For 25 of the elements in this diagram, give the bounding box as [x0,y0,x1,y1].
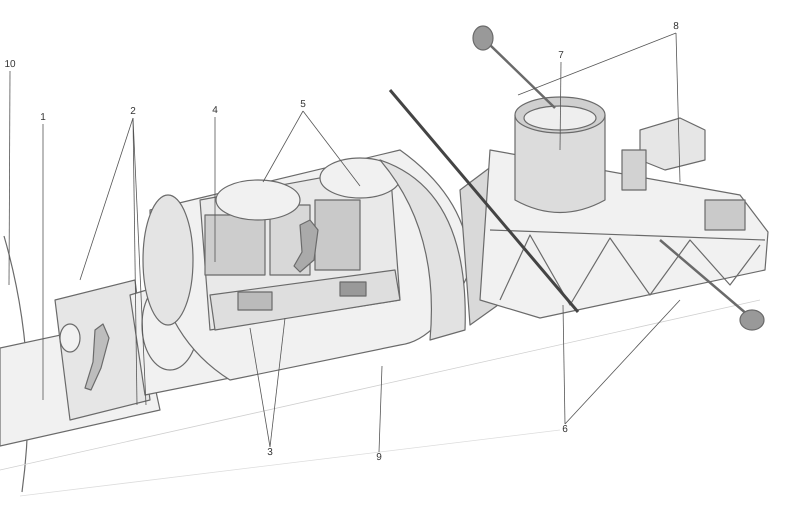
leader-line [8,70,10,286]
callout-number: 6 [557,424,573,435]
leader-line [42,124,44,400]
callout-number: 10 [2,59,18,70]
callout-number: 9 [371,452,387,463]
leader-line [302,110,360,186]
leader-line [518,32,676,96]
callout-number: 8 [668,21,684,32]
leader-line [250,328,270,448]
leader-line [378,366,382,452]
leader-line [560,62,562,150]
callout-number: 1 [35,112,51,123]
leader-line [270,318,286,448]
leader-line [676,32,680,182]
callout-number: 2 [125,106,141,117]
leader-line [214,116,216,262]
callout-number: 4 [207,105,223,116]
callout-number: 3 [262,447,278,458]
leader-line [562,304,566,424]
leader-line [132,118,146,406]
callout-number: 5 [295,99,311,110]
leader-line [80,118,134,280]
callout-number: 7 [553,50,569,61]
leader-line [262,110,304,182]
leader-line [564,300,680,424]
